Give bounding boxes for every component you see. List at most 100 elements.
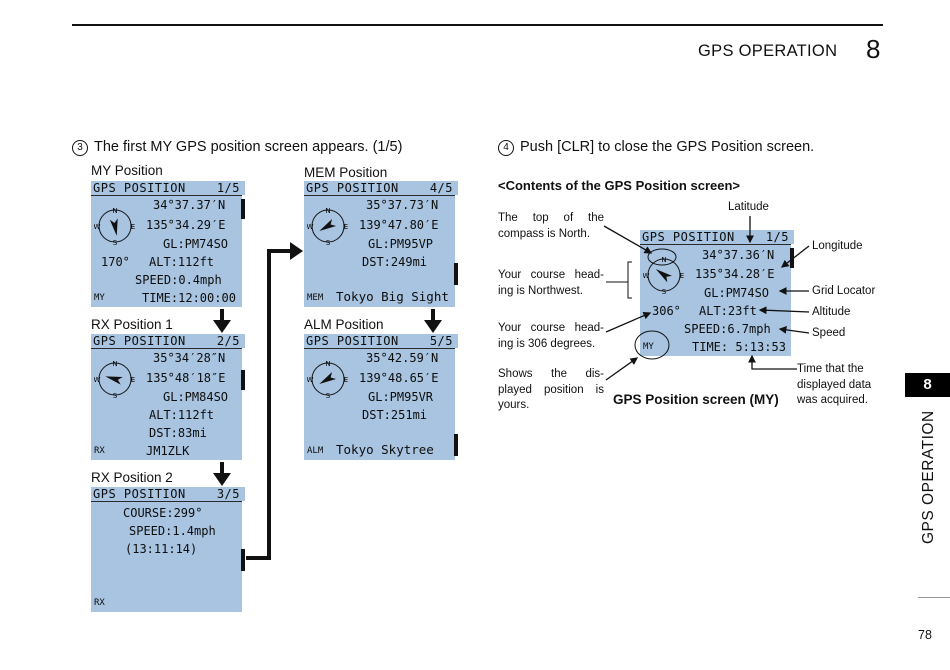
grid-locator: GL:PM74SO: [704, 286, 770, 300]
annotation-longitude: Longitude: [812, 240, 863, 252]
chapter-tab: 8: [905, 373, 950, 397]
grid-locator: GL:PM95VP: [368, 237, 434, 251]
label-alm-position: ALM Position: [304, 317, 384, 332]
position-tag: RX: [94, 446, 105, 456]
step-text: Push [CLR] to close the GPS Position scr…: [520, 139, 815, 155]
screen-page: 3/5: [216, 487, 240, 501]
latitude: 35°34′28″N: [153, 351, 226, 365]
annotation-speed: Speed: [812, 327, 846, 339]
contents-heading: <Contents of the GPS Position screen>: [498, 178, 740, 193]
svg-text:N: N: [325, 360, 330, 368]
screen-title: GPS POSITION: [93, 334, 186, 348]
header-chapter-number: 8: [866, 34, 881, 64]
compass-icon: N S W E: [94, 207, 135, 247]
screen-page: 2/5: [216, 334, 240, 348]
grid-locator: GL:PM74SO: [163, 237, 229, 251]
annotation-my-position: Shows the dis- played position is yours.: [498, 368, 604, 411]
svg-text:E: E: [131, 376, 135, 384]
compass-icon: N S W E: [307, 360, 348, 400]
latitude: 34°37.37′N: [153, 198, 226, 212]
compass-icon: N S W E: [307, 207, 348, 247]
screen-rx-position-1: GPS POSITION 2/5 N S W E 35°34′28″N 135°4…: [91, 334, 245, 460]
screen-title: GPS POSITION: [642, 230, 735, 244]
label-mem-position: MEM Position: [304, 165, 388, 180]
memory-name: Tokyo Big Sight: [336, 289, 449, 304]
longitude: 135°48′18″E: [146, 371, 226, 385]
screen-my-position: GPS POSITION 1/5 N S W E 34°37.37′N 135°3…: [91, 181, 245, 307]
latitude: 35°42.59′N: [366, 351, 439, 365]
annotation-compass-north: The top of the compass is North.: [498, 212, 604, 240]
distance: DST:249mi: [362, 255, 428, 269]
svg-text:S: S: [113, 239, 118, 247]
screen-caption: GPS Position screen (MY): [613, 392, 779, 407]
svg-text:S: S: [113, 392, 118, 400]
grid-locator: GL:PM84SO: [163, 390, 229, 404]
label-my-position: MY Position: [91, 163, 163, 178]
screen-page: 4/5: [429, 181, 453, 195]
svg-text:W: W: [94, 223, 101, 231]
annotation-time: Time that the displayed data was acquire…: [797, 363, 872, 406]
annotation-latitude: Latitude: [728, 201, 769, 213]
screen-page: 1/5: [765, 230, 789, 244]
distance: DST:83mi: [149, 426, 207, 440]
screen-title: GPS POSITION: [93, 487, 186, 501]
position-tag: MY: [94, 293, 105, 303]
time: (13:11:14): [125, 542, 198, 556]
svg-text:N: N: [112, 360, 117, 368]
speed: SPEED:1.4mph: [129, 524, 216, 538]
annotation-course-degrees: Your course head- ing is 306 degrees.: [498, 322, 604, 350]
screen-title: GPS POSITION: [93, 181, 186, 195]
grid-locator: GL:PM95VR: [368, 390, 434, 404]
altitude: ALT:112ft: [149, 408, 215, 422]
screen-alm-position: GPS POSITION 5/5 N S W E 35°42.59′N 139°4…: [304, 334, 458, 460]
svg-text:N: N: [112, 207, 117, 215]
svg-text:N: N: [661, 256, 666, 264]
longitude: 135°34.28′E: [695, 267, 775, 281]
distance: DST:251mi: [362, 408, 428, 422]
screen-page: 1/5: [216, 181, 240, 195]
altitude: ALT:112ft: [149, 255, 215, 269]
time: TIME: 5:13:53: [692, 340, 786, 354]
header-title: GPS OPERATION: [698, 42, 838, 60]
svg-text:S: S: [326, 392, 331, 400]
screen-gps-position-my: GPS POSITION 1/5 N S W E 34°37.36′N 135°3…: [640, 230, 794, 356]
course-degrees: 306°: [652, 304, 681, 318]
step-text: The first MY GPS position screen appears…: [94, 139, 403, 155]
svg-text:W: W: [94, 376, 101, 384]
page-number: 78: [918, 628, 932, 642]
annotation-altitude: Altitude: [812, 306, 851, 318]
svg-text:E: E: [344, 223, 348, 231]
svg-text:S: S: [662, 288, 667, 296]
latitude: 34°37.36′N: [702, 248, 775, 262]
longitude: 139°47.80′E: [359, 218, 439, 232]
annotation-grid-locator: Grid Locator: [812, 285, 876, 297]
screen-title: GPS POSITION: [306, 334, 399, 348]
position-tag: RX: [94, 598, 105, 608]
label-rx-position-2: RX Position 2: [91, 470, 173, 485]
position-tag: ALM: [307, 446, 324, 456]
chapter-side-title: GPS OPERATION: [920, 410, 937, 544]
label-rx-position-1: RX Position 1: [91, 317, 173, 332]
time: TIME:12:00:00: [142, 291, 236, 305]
speed: SPEED:6.7mph: [684, 322, 771, 336]
screen-rx-position-2: GPS POSITION 3/5 COURSE:299° SPEED:1.4mph…: [91, 487, 245, 612]
compass-icon: N S W E: [94, 360, 135, 400]
longitude: 135°34.29′E: [146, 218, 226, 232]
speed: SPEED:0.4mph: [135, 273, 222, 287]
course: COURSE:299°: [123, 506, 203, 520]
screen-page: 5/5: [429, 334, 453, 348]
altitude: ALT:23ft: [699, 304, 757, 318]
svg-text:W: W: [643, 272, 650, 280]
annotation-course-northwest: Your course head- ing is Northwest.: [498, 269, 604, 297]
alarm-name: Tokyo Skytree: [336, 442, 434, 457]
svg-text:E: E: [680, 272, 684, 280]
position-tag: MY: [643, 342, 654, 352]
longitude: 139°48.65′E: [359, 371, 439, 385]
svg-text:N: N: [325, 207, 330, 215]
screen-title: GPS POSITION: [306, 181, 399, 195]
position-tag: MEM: [307, 293, 324, 303]
